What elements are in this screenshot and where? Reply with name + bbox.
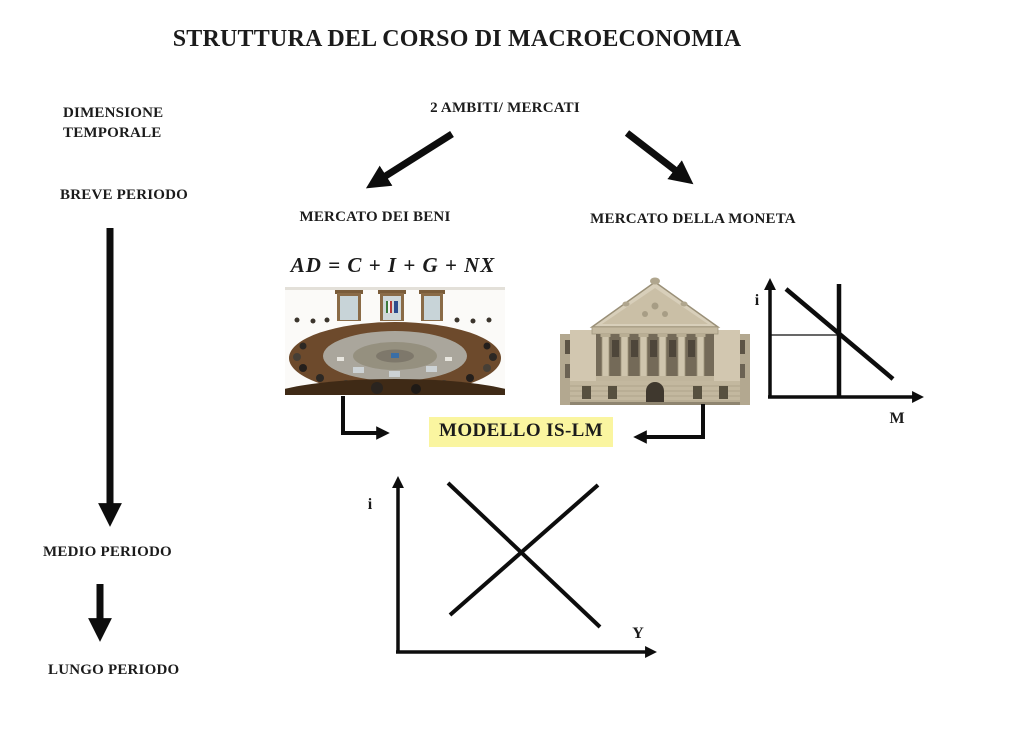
colonnade [600, 334, 706, 379]
goods-market-photo [285, 287, 505, 395]
arrow-to-money-market [624, 130, 694, 185]
eu-flag [394, 301, 398, 313]
foreground-head-2 [411, 384, 421, 394]
pediment [589, 277, 721, 328]
temporal-dimension-heading-line1: DIMENSIONE [63, 105, 164, 121]
aggregate-demand-formula: AD = C + I + G + NX [290, 253, 496, 277]
wall-cornice [285, 287, 505, 290]
short-run-label: BREVE PERIODO [60, 187, 189, 203]
foreground-head [371, 382, 383, 394]
medium-run-label: MEDIO PERIODO [43, 544, 172, 560]
islm-chart-ylabel: i [368, 496, 373, 513]
table-items [337, 357, 452, 377]
apex-statue [650, 277, 660, 285]
goods-market-label: MERCATO DEI BENI [299, 209, 451, 225]
islm-model-badge: MODELLO IS-LM [429, 417, 614, 447]
entrance-door [646, 382, 664, 405]
window-left [335, 290, 363, 321]
money-market-chart: i M [755, 278, 924, 427]
is-curve [446, 481, 602, 629]
long-run-label: LUNGO PERIODO [48, 662, 180, 678]
temporal-dimension-heading-line2: TEMPORALE [63, 125, 162, 141]
money-chart-xlabel: M [889, 410, 904, 427]
arrow-to-goods-market [365, 131, 454, 189]
italian-flag [386, 301, 388, 313]
window-right [419, 290, 445, 321]
center-screen [391, 353, 399, 358]
ground-floor [570, 381, 740, 405]
bank-building-illustration [560, 272, 750, 405]
money-chart-ylabel: i [755, 292, 760, 309]
page-title: STRUTTURA DEL CORSO DI MACROECONOMIA [172, 26, 742, 52]
money-demand-line [784, 287, 895, 381]
background-attendees [294, 317, 492, 324]
plinth [570, 402, 740, 405]
money-market-label: MERCATO DELLA MONETA [590, 211, 796, 227]
islm-chart: i Y [368, 476, 657, 658]
lm-curve [448, 483, 600, 617]
arrow-goods-market-to-islm [341, 396, 390, 440]
entablature [591, 326, 719, 335]
foreground-shadow [285, 379, 505, 395]
two-markets-heading: 2 AMBITI/ MERCATI [430, 100, 580, 116]
temporal-dimension-heading: DIMENSIONE TEMPORALE [63, 103, 163, 143]
islm-chart-xlabel: Y [632, 625, 644, 642]
balustrade [596, 376, 714, 381]
islm-model-label: MODELLO IS-LM [439, 420, 604, 441]
window-center-with-flags [378, 290, 406, 321]
round-table-meeting-illustration [285, 287, 505, 395]
arrow-money-market-to-islm [633, 404, 705, 444]
portico-windows [612, 340, 695, 357]
central-bank-photo [560, 272, 750, 405]
